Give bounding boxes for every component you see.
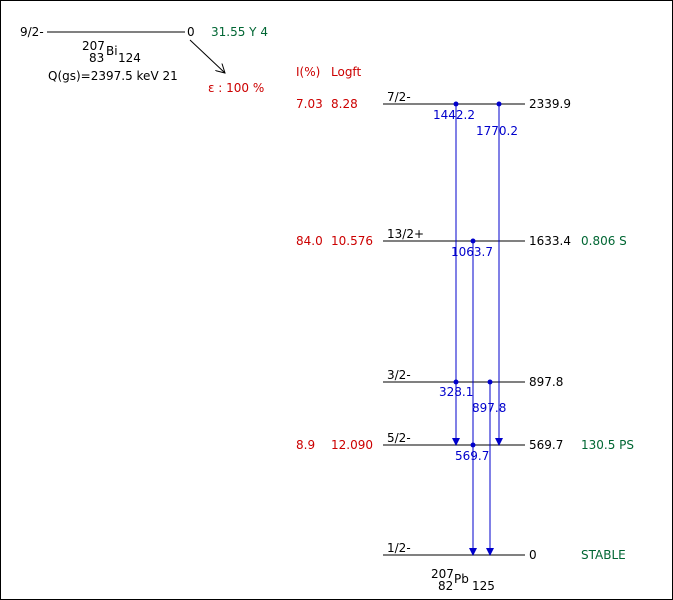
level-intensity: 84.0	[296, 234, 323, 248]
decay-arrow	[189, 39, 225, 73]
level-energy: 2339.9	[529, 97, 571, 111]
gamma-energy: 328.1	[439, 385, 473, 399]
level-2339: 7/2- 2339.9 7.03 8.28	[296, 90, 571, 111]
gamma-1063: 1063.7	[451, 238, 493, 556]
gamma-1442: 1442.2	[433, 101, 475, 446]
daughter-atomic-number: 82	[438, 579, 453, 593]
gamma-897: 897.8	[472, 379, 506, 556]
level-energy: 1633.4	[529, 234, 571, 248]
parent-mass-number: 207	[82, 39, 105, 53]
level-spin: 5/2-	[387, 431, 411, 445]
gamma-origin-dot	[453, 379, 459, 385]
level-halflife: STABLE	[581, 548, 626, 562]
parent-energy: 0	[187, 25, 195, 39]
daughter-label: 207 82 Pb 125	[431, 567, 495, 593]
parent-atomic-number: 83	[89, 51, 104, 65]
decay-mode: ε : 100 %	[208, 81, 264, 95]
level-0: 1/2- 0 STABLE	[383, 541, 626, 562]
gamma-energy: 897.8	[472, 401, 506, 415]
gamma-1770: 1770.2	[476, 101, 518, 446]
level-halflife: 130.5 PS	[581, 438, 634, 452]
gamma-energy: 1063.7	[451, 245, 493, 259]
level-logft: 8.28	[331, 97, 358, 111]
gamma-origin-dot	[470, 442, 476, 448]
level-intensity: 8.9	[296, 438, 315, 452]
level-energy: 0	[529, 548, 537, 562]
parent-halflife: 31.55 Y 4	[211, 25, 268, 39]
daughter-symbol: Pb	[454, 572, 469, 586]
level-logft: 12.090	[331, 438, 373, 452]
daughter-mass-number: 207	[431, 567, 454, 581]
level-spin: 13/2+	[387, 227, 424, 241]
level-spin: 1/2-	[387, 541, 411, 555]
logft-header: Logft	[331, 65, 361, 79]
gamma-328: 328.1	[439, 379, 473, 399]
level-energy: 569.7	[529, 438, 563, 452]
q-value: Q(gs)=2397.5 keV 21	[48, 69, 178, 83]
parent-spin: 9/2-	[20, 25, 44, 39]
intensity-header: I(%)	[296, 65, 320, 79]
level-1633: 13/2+ 1633.4 84.0 10.576 0.806 S	[296, 227, 627, 248]
level-halflife: 0.806 S	[581, 234, 627, 248]
level-energy: 897.8	[529, 375, 563, 389]
parent-symbol: Bi	[106, 44, 118, 58]
daughter-neutron-number: 125	[472, 579, 495, 593]
gamma-energy: 1442.2	[433, 108, 475, 122]
level-intensity: 7.03	[296, 97, 323, 111]
level-logft: 10.576	[331, 234, 373, 248]
parent-level: 9/2- 0 31.55 Y 4 207 83 Bi 124 Q(gs)=239…	[20, 25, 268, 95]
gamma-energy: 1770.2	[476, 124, 518, 138]
parent-neutron-number: 124	[118, 51, 141, 65]
gamma-energy: 569.7	[455, 449, 489, 463]
level-spin: 3/2-	[387, 368, 411, 382]
level-spin: 7/2-	[387, 90, 411, 104]
gamma-569: 569.7	[455, 442, 489, 463]
